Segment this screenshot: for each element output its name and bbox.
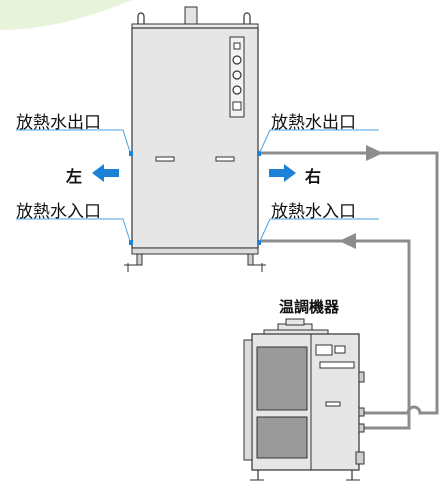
label-outlet-right: 放熱水出口	[271, 113, 356, 133]
flow-arrowhead-return	[339, 233, 356, 249]
label-direction-right: 右	[305, 167, 322, 186]
arrow-right	[269, 164, 296, 182]
chiller-unit	[243, 318, 365, 481]
arrow-left	[92, 164, 119, 182]
label-chiller: 温調機器	[279, 298, 340, 316]
label-inlet-right: 放熱水入口	[271, 202, 356, 222]
label-inlet-left: 放熱水入口	[16, 202, 101, 222]
piping	[261, 151, 439, 430]
background-arc	[0, 0, 132, 30]
label-outlet-left: 放熱水出口	[16, 113, 101, 133]
flow-arrowhead-outlet	[366, 145, 383, 161]
leader-lines	[16, 129, 379, 242]
main-unit	[124, 6, 266, 272]
label-direction-left: 左	[66, 167, 83, 186]
